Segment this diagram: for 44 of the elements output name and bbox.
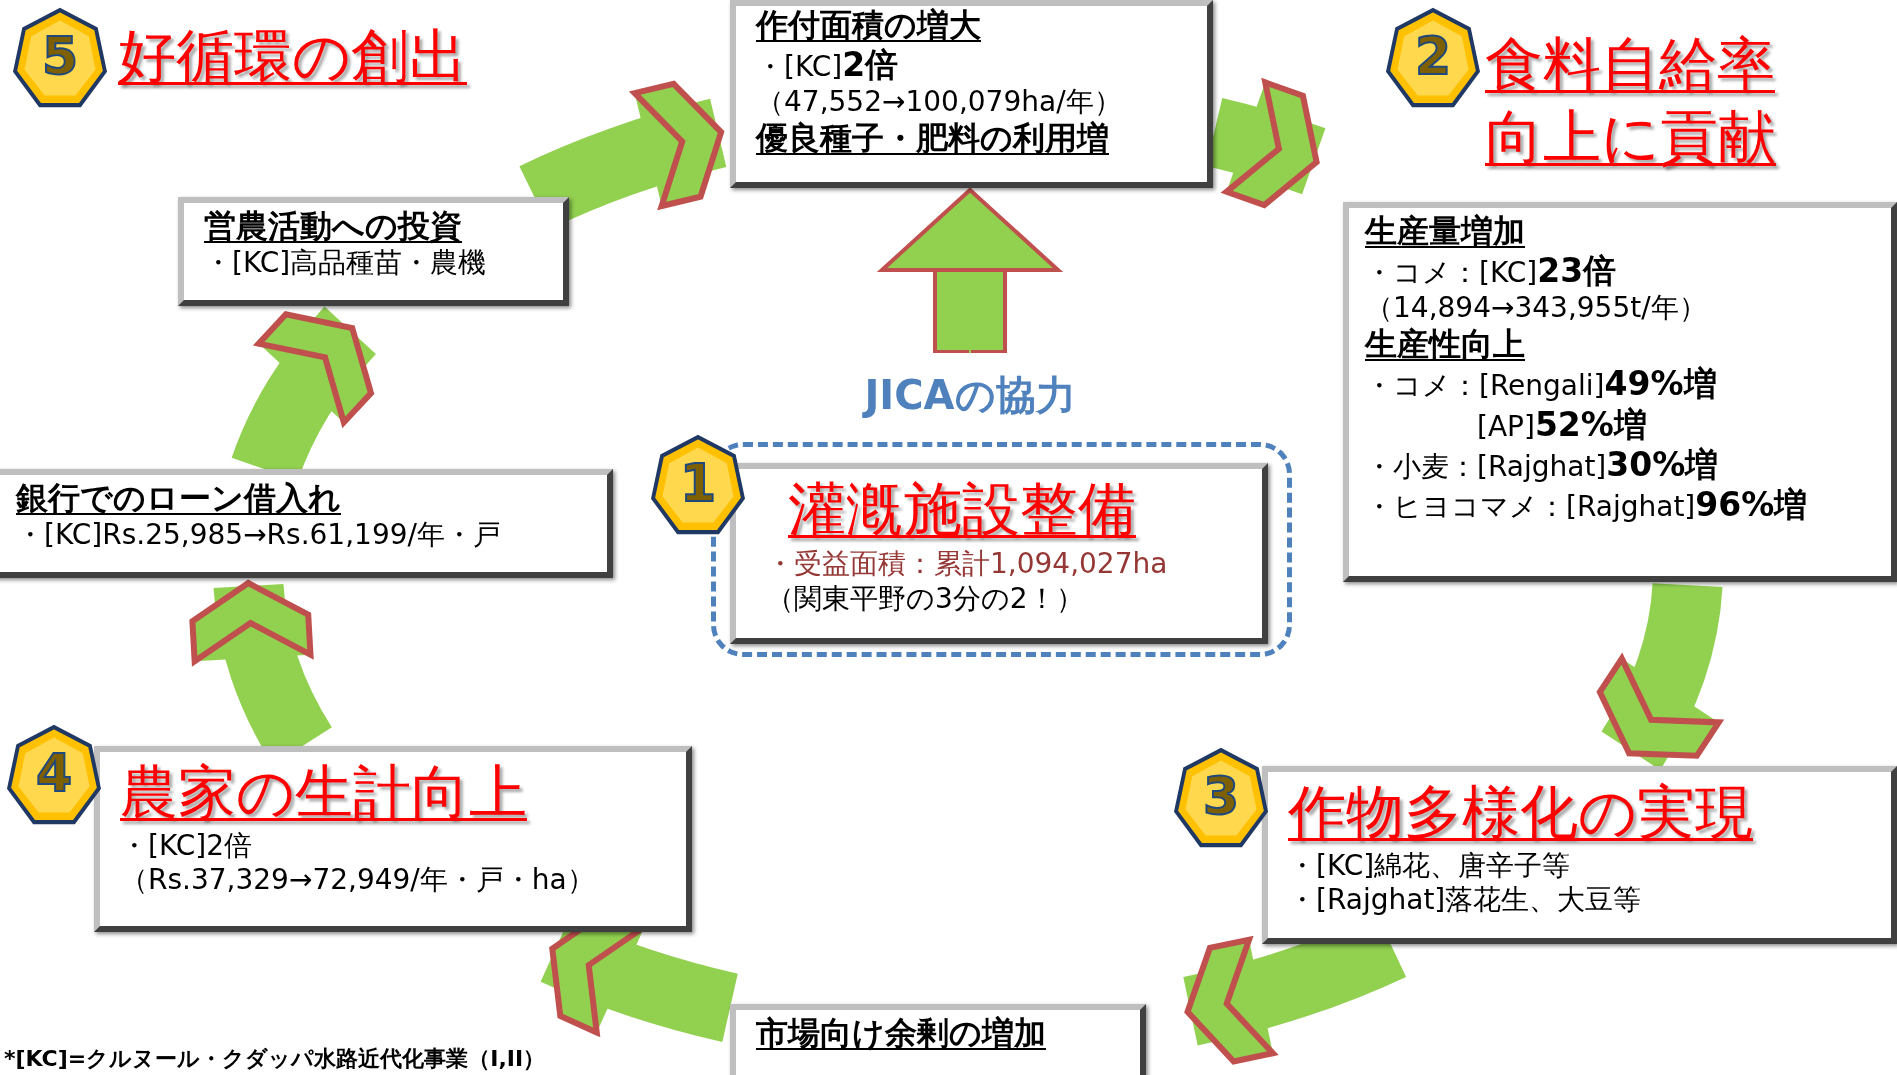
number-badge: 3 (1173, 746, 1269, 850)
bullet-text: [AP]52%増 (1476, 404, 1647, 445)
footnote: *[KC]=クルヌール・クダッパ水路近代化事業（I,II） (4, 1045, 546, 1073)
bullet-text: ・[KC]Rs.25,985→Rs.61,199/年・戸 (16, 518, 501, 553)
bullet-text: ・[KC]2倍 (120, 828, 253, 863)
caption-text: JICAの協力 (800, 365, 1140, 425)
bullet-text: ・[KC]2倍 (756, 45, 899, 86)
bullet-text: ・コメ：[Rengali]49%増 (1365, 364, 1717, 405)
text-box (730, 463, 1268, 644)
heading: 作付面積の増大 (756, 6, 981, 46)
heading: 生産性向上 (1365, 325, 1525, 365)
dashed-frame (711, 442, 1292, 657)
heading: 優良種子・肥料の利用増 (756, 119, 1109, 159)
bullet-text: ・ヒヨコマメ：[Rajghat]96%増 (1365, 485, 1808, 526)
bullet-text: ・小麦：[Rajghat]30%増 (1365, 444, 1719, 486)
text-box (730, 1004, 1146, 1075)
title-heading: 好循環の創出 (118, 21, 468, 92)
bullet-text: （Rs.37,329→72,949/年・戸・ha） (120, 862, 595, 897)
heading: 営農活動への投資 (204, 207, 462, 247)
title-heading: 食料自給率向上に貢献 (1485, 29, 1777, 173)
bullet-text: （47,552→100,079ha/年） (756, 85, 1122, 120)
text-box (730, 0, 1213, 188)
text-box (1262, 766, 1897, 944)
bullet-text: ・[KC]高品種苗・農機 (204, 246, 487, 281)
bullet-text: （関東平野の3分の2！） (766, 581, 1084, 617)
title-heading: 作物多様化の実現 (1288, 777, 1753, 848)
bullet-text: ・受益面積：累計1,094,027ha (766, 545, 1168, 582)
text-box (0, 469, 613, 578)
bullet-text: ・[Rajghat]落花生、大豆等 (1288, 882, 1642, 917)
text-box (178, 197, 569, 306)
title-heading: 農家の生計向上 (120, 757, 527, 828)
heading: 生産量増加 (1365, 212, 1525, 252)
title-heading: 灌漑施設整備 (787, 474, 1136, 545)
number-badge: 1 (650, 433, 746, 537)
bullet-text: （14,894→343,955t/年） (1365, 291, 1707, 326)
text-box (1343, 202, 1897, 582)
heading: 市場向け余剰の増加 (756, 1014, 1046, 1054)
bullet-text: ・コメ：[KC]23倍 (1365, 251, 1617, 292)
bullet-text: ・[KC]綿花、唐辛子等 (1288, 848, 1571, 883)
number-badge: 5 (12, 6, 108, 110)
heading: 銀行でのローン借入れ (16, 479, 341, 519)
text-box (94, 746, 692, 932)
number-badge: 4 (6, 723, 102, 827)
number-badge: 2 (1385, 6, 1481, 110)
